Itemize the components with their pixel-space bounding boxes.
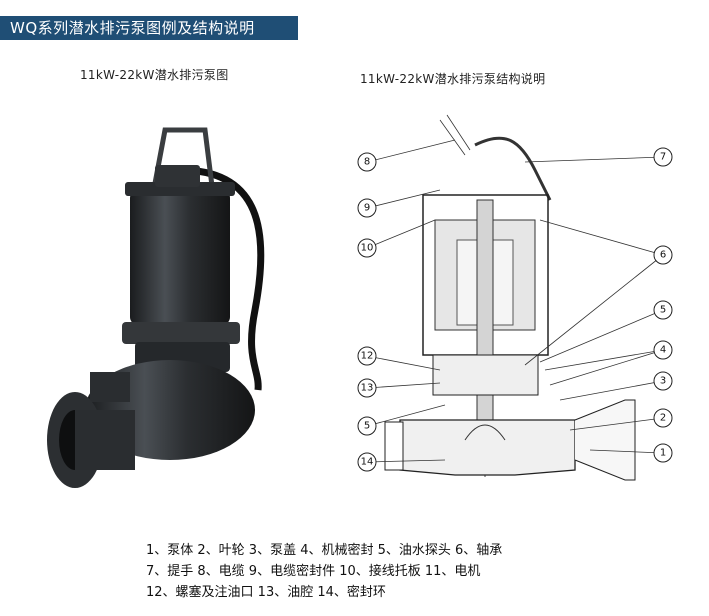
callout-6: 6 xyxy=(653,245,673,265)
svg-text:5: 5 xyxy=(660,305,666,316)
callout-7: 7 xyxy=(653,147,673,167)
callout-8: 8 xyxy=(357,152,377,172)
callout-9: 9 xyxy=(357,198,377,218)
svg-text:9: 9 xyxy=(364,203,370,214)
svg-text:6: 6 xyxy=(660,250,666,261)
structure-diagram: 8 9 10 12 13 5 14 7 6 5 4 3 2 1 xyxy=(357,114,673,481)
callout-13: 13 xyxy=(357,378,377,398)
callout-12: 12 xyxy=(357,346,377,366)
svg-text:14: 14 xyxy=(361,457,374,468)
svg-text:2: 2 xyxy=(660,413,666,424)
svg-text:5: 5 xyxy=(364,421,370,432)
legend-line: 7、提手 8、电缆 9、电缆密封件 10、接线托板 11、电机 xyxy=(146,564,481,579)
callout-1: 1 xyxy=(653,443,673,463)
pump-photo xyxy=(47,127,265,488)
svg-text:13: 13 xyxy=(361,383,374,394)
legend-line: 12、螺塞及注油口 13、油腔 14、密封环 xyxy=(146,585,386,600)
section-banner: WQ系列潜水排污泵图例及结构说明 xyxy=(0,16,298,40)
callout-5-right: 5 xyxy=(653,300,673,320)
diagram-caption: 11kW-22kW潜水排污泵结构说明 xyxy=(360,72,546,86)
callout-4: 4 xyxy=(653,340,673,360)
svg-text:3: 3 xyxy=(660,376,666,387)
svg-text:7: 7 xyxy=(660,152,666,163)
svg-text:12: 12 xyxy=(361,351,374,362)
svg-text:10: 10 xyxy=(361,243,374,254)
callout-10: 10 xyxy=(357,238,377,258)
parts-legend: 1、泵体 2、叶轮 3、泵盖 4、机械密封 5、油水探头 6、轴承 7、提手 8… xyxy=(146,540,502,603)
svg-text:8: 8 xyxy=(364,157,370,168)
svg-text:4: 4 xyxy=(660,345,666,356)
callout-3: 3 xyxy=(653,371,673,391)
legend-line: 1、泵体 2、叶轮 3、泵盖 4、机械密封 5、油水探头 6、轴承 xyxy=(146,543,503,558)
svg-text:1: 1 xyxy=(660,448,666,459)
callout-2: 2 xyxy=(653,408,673,428)
callout-5-left: 5 xyxy=(357,416,377,436)
callout-14: 14 xyxy=(357,452,377,472)
photo-caption: 11kW-22kW潜水排污泵图 xyxy=(80,68,229,82)
